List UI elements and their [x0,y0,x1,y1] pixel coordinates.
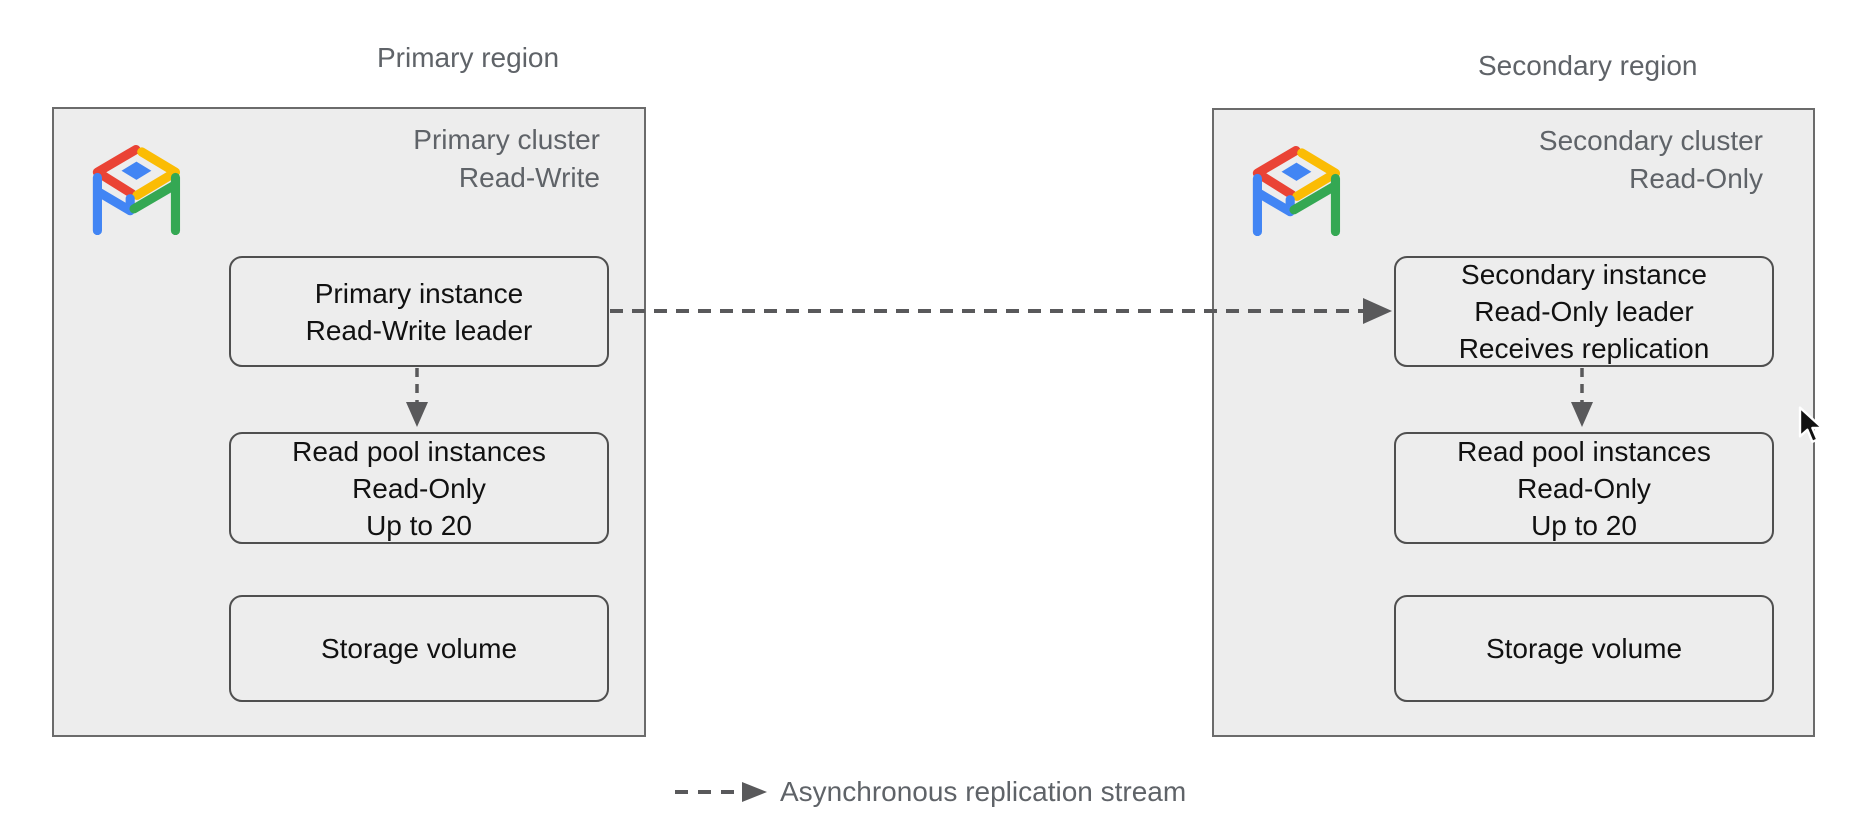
node-label-line: Read-Only [1517,472,1651,504]
cluster-title-line: Secondary cluster [1538,125,1763,156]
legend-replication-label: Asynchronous replication stream [780,776,1187,807]
secondary-cluster: Secondary cluster Read-Only Secondary in… [1212,108,1815,737]
primary-storage-volume-box: Storage volume [229,595,609,702]
node-label-line: Storage volume [320,633,518,664]
primary-cluster-title: Primary cluster Read-Write [413,121,600,197]
node-label-line: Read-Only [352,472,486,504]
secondary-instance-box: Secondary instance Read-Only leader Rece… [1394,256,1774,367]
secondary-region-label: Secondary region [1478,50,1698,81]
cluster-title-line: Read-Write [458,162,600,193]
node-label-line: Up to 20 [366,509,472,541]
node-label-line: Primary instance [314,277,524,309]
cluster-title-line: Primary cluster [413,124,600,155]
node-label-line: Up to 20 [1531,509,1637,541]
node-label-line: Read-Write leader [305,314,533,346]
mouse-pointer-icon [1798,406,1824,443]
node-label-line: Read pool instances [1457,435,1711,467]
dashed-arrow-down-icon [1571,368,1593,427]
node-label-line: Storage volume [1485,633,1683,664]
node-label-line: Read pool instances [292,435,546,467]
primary-instance-box: Primary instance Read-Write leader [229,256,609,367]
primary-region-label: Primary region [377,42,560,73]
alloydb-icon [92,144,181,236]
secondary-read-pool-box: Read pool instances Read-Only Up to 20 [1394,432,1774,544]
legend-dashed-arrow-icon [675,782,767,802]
node-label-line: Secondary instance [1461,259,1707,290]
secondary-storage-volume-box: Storage volume [1394,595,1774,702]
secondary-cluster-title: Secondary cluster Read-Only [1539,122,1763,198]
node-label-line: Receives replication [1458,333,1710,364]
primary-cluster: Primary cluster Read-Write Primary insta… [52,107,646,737]
primary-read-pool-box: Read pool instances Read-Only Up to 20 [229,432,609,544]
cluster-title-line: Read-Only [1629,163,1763,194]
alloydb-icon [1252,145,1341,237]
node-label-line: Read-Only leader [1474,296,1694,327]
dashed-arrow-right-icon [610,298,1392,324]
dashed-arrow-down-icon [406,368,428,427]
